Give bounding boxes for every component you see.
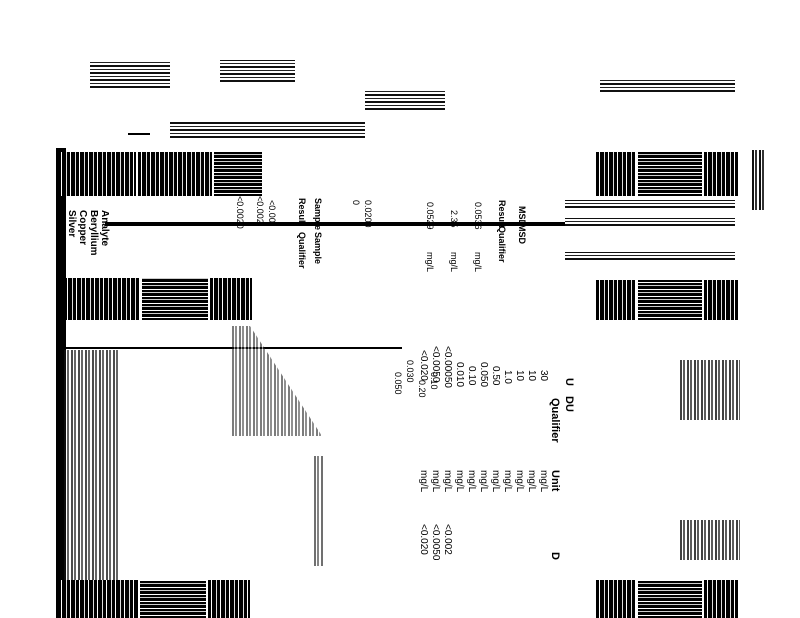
redacted-block-10	[596, 280, 636, 320]
lower-unit: mg/L	[490, 470, 501, 493]
sample-header-2: Sample	[313, 232, 323, 265]
analyte-header: Analyte	[99, 210, 110, 247]
scan-artifact-right-col	[565, 200, 735, 208]
qualifier-header: Qualifier	[297, 232, 307, 269]
bottom-value-1: <0.002	[442, 524, 453, 555]
scan-artifact-top-right	[600, 78, 735, 92]
scan-artifact-lower-right-column-2	[680, 520, 740, 560]
sample-row-1: <0.002	[255, 196, 265, 224]
redacted-block-6	[704, 152, 738, 196]
analyte-copper: Copper	[77, 210, 88, 245]
lower-unit: mg/L	[454, 470, 465, 493]
redacted-block-17	[638, 580, 702, 618]
lower-value: 10	[514, 370, 525, 382]
redacted-block-12	[704, 280, 738, 320]
lower-unit-header: Unit	[549, 470, 561, 492]
msd-result-3: 0.0536	[473, 202, 483, 230]
redacted-block-5	[638, 152, 702, 196]
lower-value: 0.050	[478, 362, 489, 388]
bottom-value-3: <0.020	[418, 524, 429, 555]
scan-artifact-lower-left-text	[64, 350, 119, 590]
lower-unit: mg/L	[466, 470, 477, 493]
scan-artifact-top-mid	[220, 60, 295, 82]
upper-table-rule	[105, 222, 585, 226]
redacted-block-1	[58, 152, 136, 196]
redacted-block-4	[596, 152, 636, 196]
left-spine	[56, 148, 66, 618]
scan-artifact-top-left	[90, 60, 170, 88]
lower-col2-2: 0.050	[393, 372, 403, 395]
lower-value: 0.010	[454, 362, 465, 388]
lower-col2-1: 0.030	[405, 360, 415, 383]
msd-header-1: MSD	[517, 206, 527, 226]
redacted-block-15	[208, 580, 250, 618]
lower-unit: mg/L	[502, 470, 513, 493]
lower-value: 0.50	[490, 366, 501, 386]
redacted-block-2	[138, 152, 212, 196]
redacted-block-14	[140, 580, 206, 618]
analyte-beryllium: Beryllium	[88, 210, 99, 256]
sample-header: Sample	[313, 198, 323, 231]
col-du: DU	[563, 396, 575, 412]
lower-unit: mg/L	[442, 470, 453, 493]
redacted-block-3	[214, 152, 262, 196]
lower-value: 10	[526, 370, 537, 382]
unit-3: mg/L	[473, 252, 483, 273]
bottom-value-2: <0.0050	[430, 524, 441, 561]
scan-artifact-lower-center	[314, 456, 324, 566]
zero-cell-1: 0	[351, 200, 361, 206]
lower-value: <0.00050	[442, 346, 453, 388]
scan-artifact-header-bar	[170, 122, 365, 138]
sample-result-value: <0.0020	[235, 196, 245, 229]
lower-col2-3: 0.10	[429, 372, 439, 390]
zero-cell-2: 0.0200	[363, 200, 373, 228]
lower-flag-d: D	[549, 552, 561, 560]
scan-artifact-lower-right-column	[680, 360, 740, 420]
lower-unit: mg/L	[538, 470, 549, 493]
scan-artifact-right-col-2	[565, 218, 735, 226]
qualifier-col-header: Qualifier	[497, 226, 507, 263]
lower-unit: mg/L	[430, 470, 441, 493]
lower-value: 30	[538, 370, 549, 382]
lower-value: 1.0	[502, 370, 513, 384]
scan-artifact-right-col-3	[565, 252, 735, 260]
lower-value: <0.020	[418, 350, 429, 381]
result-col-header: Result	[497, 200, 507, 228]
lower-unit: mg/L	[514, 470, 525, 493]
unit-2: mg/L	[449, 252, 459, 273]
msd-header-2: MSD	[517, 224, 527, 244]
unit-1: mg/L	[425, 252, 435, 273]
scan-artifact-lower-mid-text	[232, 326, 322, 436]
msd-result-1: 0.0529	[425, 202, 435, 230]
redacted-block-7	[64, 278, 140, 320]
scan-artifact-right-edge	[752, 150, 766, 210]
redacted-block-16	[596, 580, 636, 618]
lower-unit: mg/L	[418, 470, 429, 493]
redacted-block-13	[58, 580, 138, 618]
col-u: U	[563, 378, 575, 386]
lower-qualifier-header: Qualifier	[549, 398, 561, 443]
sample-row-2: <0.00	[267, 200, 277, 223]
msd-result-2: 2.35	[449, 210, 459, 228]
lower-unit: mg/L	[478, 470, 489, 493]
lower-value: 0.10	[466, 366, 477, 386]
scan-artifact-top-center	[365, 90, 445, 110]
lower-col2-4: 0.20	[417, 380, 427, 398]
redacted-block-8	[142, 278, 208, 320]
analyte-silver: Silver	[66, 210, 77, 238]
lower-unit: mg/L	[526, 470, 537, 493]
result-header: Result	[297, 198, 307, 226]
rule-short	[128, 133, 150, 135]
redacted-block-9	[210, 278, 252, 320]
redacted-block-18	[704, 580, 738, 618]
redacted-block-11	[638, 280, 702, 320]
